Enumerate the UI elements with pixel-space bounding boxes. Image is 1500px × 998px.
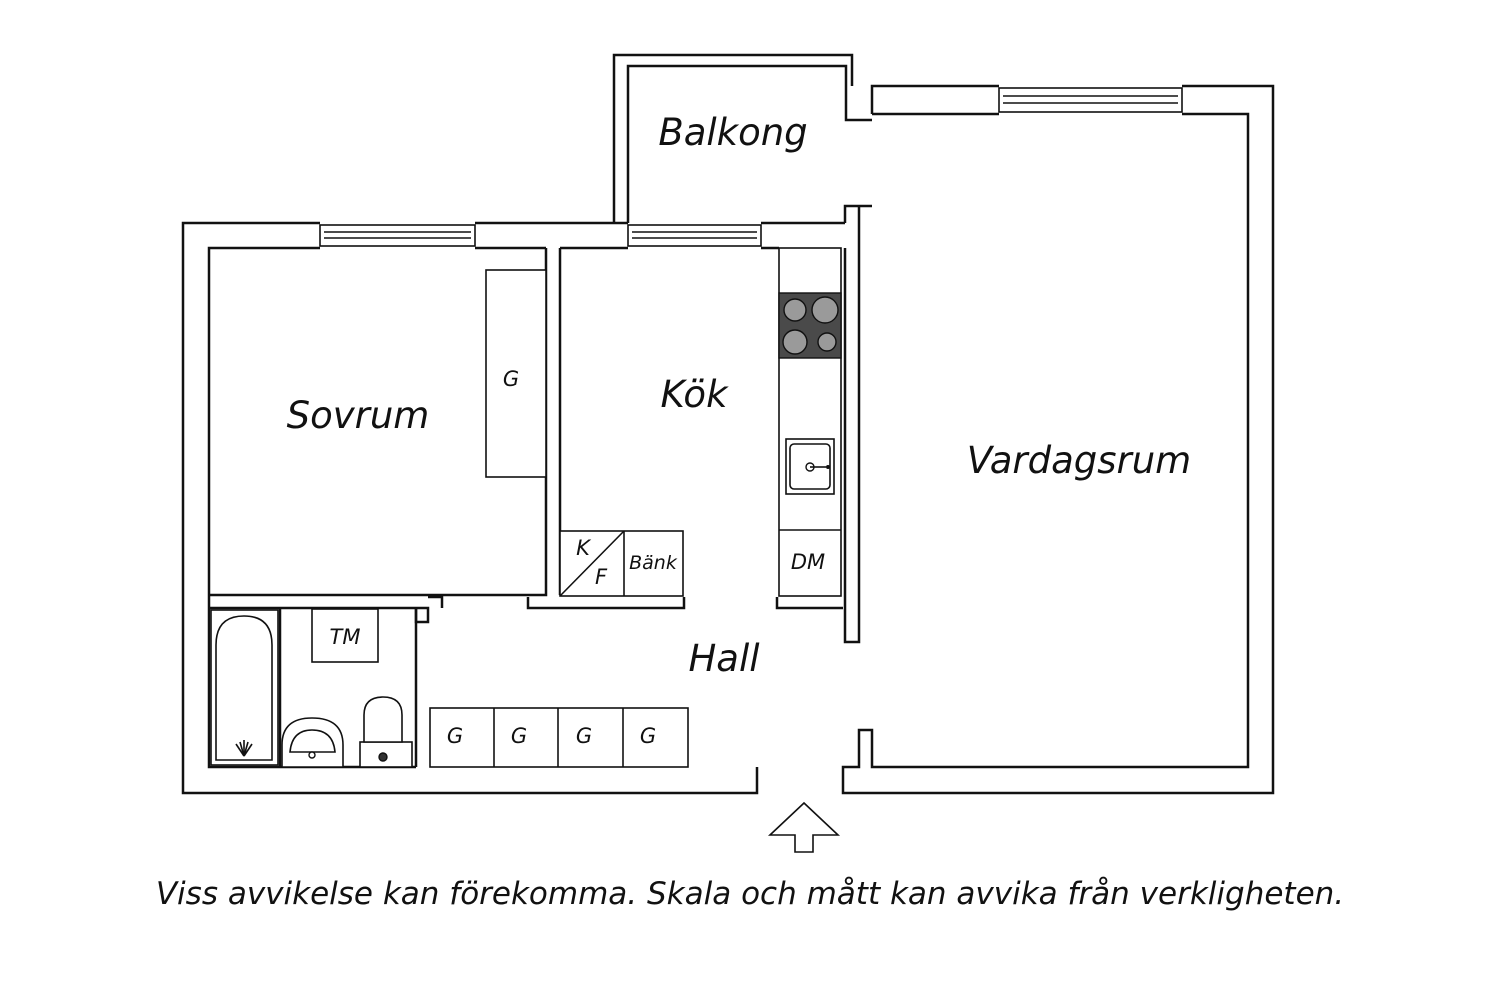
stove-icon: [778, 292, 842, 359]
hall-wardrobes: [429, 707, 689, 768]
fridge-freezer: [559, 530, 684, 597]
room-label-balkong: Balkong: [658, 111, 807, 154]
bathtub-icon: [210, 609, 279, 766]
window-kok: [627, 224, 762, 247]
washbasin-icon: [281, 717, 344, 768]
window-sovrum: [319, 224, 476, 247]
window-vardagsrum: [998, 87, 1183, 113]
dishwasher-label: DM: [791, 550, 825, 574]
freezer-label: F: [595, 565, 608, 589]
room-label-sovrum: Sovrum: [287, 394, 430, 437]
entrance-arrow-icon: [767, 801, 841, 853]
hall-wardrobe-1: G: [447, 724, 463, 748]
hall-wardrobe-3: G: [576, 724, 592, 748]
wardrobe-sovrum: [485, 269, 547, 478]
room-label-hall: Hall: [688, 637, 760, 680]
sink-icon: [785, 438, 835, 495]
exterior-walls: [181, 53, 1275, 795]
toilet-icon: [359, 696, 413, 768]
room-label-kok: Kök: [660, 373, 729, 416]
room-label-vardagsrum: Vardagsrum: [967, 439, 1191, 482]
disclaimer-text: Viss avvikelse kan förekomma. Skala och …: [155, 876, 1345, 912]
counter-label: Bänk: [629, 552, 678, 574]
wardrobe-sovrum-label: G: [503, 367, 519, 391]
fridge-label: K: [576, 536, 592, 560]
hall-wardrobe-2: G: [511, 724, 527, 748]
washer: [311, 608, 379, 663]
hall-wardrobe-4: G: [640, 724, 656, 748]
washer-label: TM: [330, 625, 361, 649]
